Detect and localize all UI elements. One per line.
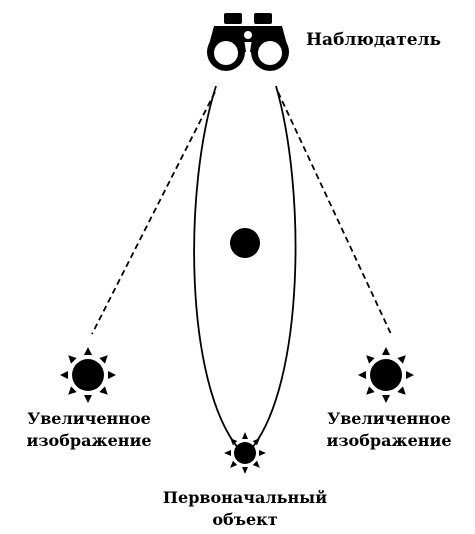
lensing-mass <box>230 228 260 258</box>
original-object-label: Первоначальный объект <box>145 487 345 531</box>
magnified-image-left-label: Увеличенное изображение <box>14 408 164 452</box>
magnified-image-right-label: Увеличенное изображение <box>314 408 464 452</box>
light-path-right <box>251 85 297 449</box>
original-object-line-2: объект <box>212 510 278 529</box>
star-burst-icon-original <box>224 432 266 474</box>
light-path-left <box>193 85 239 449</box>
magnified-image-right-line-1: Увеличенное <box>327 409 451 428</box>
magnified-image-right-line-2: изображение <box>326 431 452 450</box>
apparent-path-right <box>277 91 392 335</box>
original-object-line-1: Первоначальный <box>162 488 328 507</box>
observer-label: Наблюдатель <box>306 30 442 50</box>
binoculars-icon <box>207 13 289 71</box>
apparent-path-left <box>91 91 216 335</box>
star-burst-icon-left <box>60 347 116 403</box>
magnified-image-left-line-1: Увеличенное <box>27 409 151 428</box>
magnified-image-left-line-2: изображение <box>26 431 152 450</box>
star-burst-icon-right <box>358 347 414 403</box>
